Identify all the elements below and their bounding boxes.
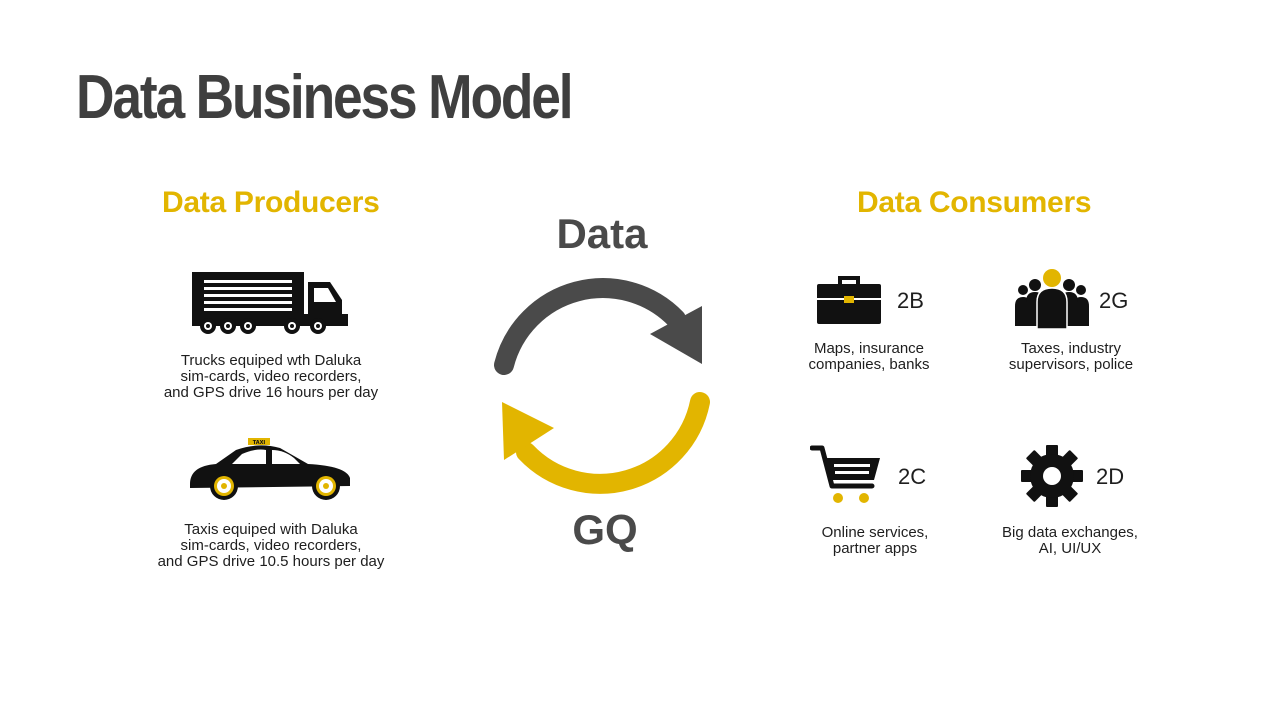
consumers-heading: Data Consumers bbox=[857, 186, 1091, 220]
caption-line: supervisors, police bbox=[941, 357, 1201, 373]
cycle-top-label: Data bbox=[502, 210, 702, 258]
caption-line: Big data exchanges, bbox=[940, 525, 1200, 541]
taxi-sign-text: TAXI bbox=[253, 440, 266, 446]
caption-line: sim-cards, video recorders, bbox=[141, 538, 401, 554]
cycle-arrows-icon bbox=[480, 262, 730, 512]
consumer-code-2c: 2C bbox=[898, 464, 926, 490]
caption-line: and GPS drive 16 hours per day bbox=[141, 385, 401, 401]
shopping-cart-icon bbox=[810, 444, 882, 506]
caption-line: sim-cards, video recorders, bbox=[141, 369, 401, 385]
consumer-code-2b: 2B bbox=[897, 288, 924, 314]
truck-icon bbox=[190, 270, 352, 336]
consumer-code-2g: 2G bbox=[1099, 288, 1128, 314]
taxi-icon: TAXI bbox=[188, 436, 354, 502]
consumer-2d-caption: Big data exchanges, AI, UI/UX bbox=[940, 525, 1200, 557]
producer-taxi-caption: Taxis equiped with Daluka sim-cards, vid… bbox=[141, 522, 401, 570]
consumer-code-2d: 2D bbox=[1096, 464, 1124, 490]
people-group-icon bbox=[1014, 268, 1090, 330]
producers-heading: Data Producers bbox=[162, 186, 380, 220]
caption-line: Taxes, industry bbox=[941, 341, 1201, 357]
caption-line: Taxis equiped with Daluka bbox=[141, 522, 401, 538]
consumer-2g-caption: Taxes, industry supervisors, police bbox=[941, 341, 1201, 373]
caption-line: Trucks equiped wth Daluka bbox=[141, 353, 401, 369]
caption-line: AI, UI/UX bbox=[940, 541, 1200, 557]
gear-icon bbox=[1020, 444, 1084, 508]
page-title: Data Business Model bbox=[76, 62, 571, 133]
caption-line: and GPS drive 10.5 hours per day bbox=[141, 554, 401, 570]
producer-truck-caption: Trucks equiped wth Daluka sim-cards, vid… bbox=[141, 353, 401, 401]
briefcase-icon bbox=[816, 274, 882, 326]
cycle-bottom-label: GQ bbox=[505, 506, 705, 554]
